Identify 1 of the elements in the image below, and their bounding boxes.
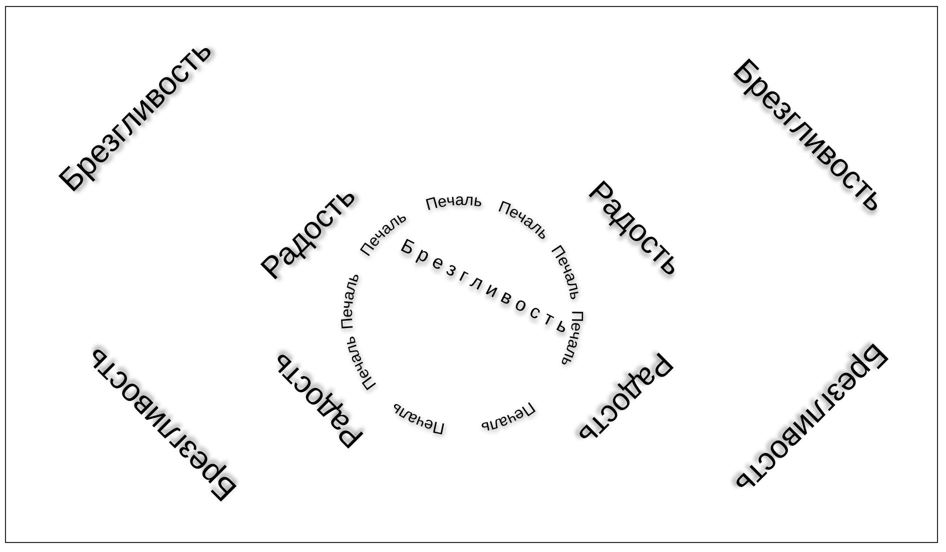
curved-word: Печаль (424, 192, 484, 214)
